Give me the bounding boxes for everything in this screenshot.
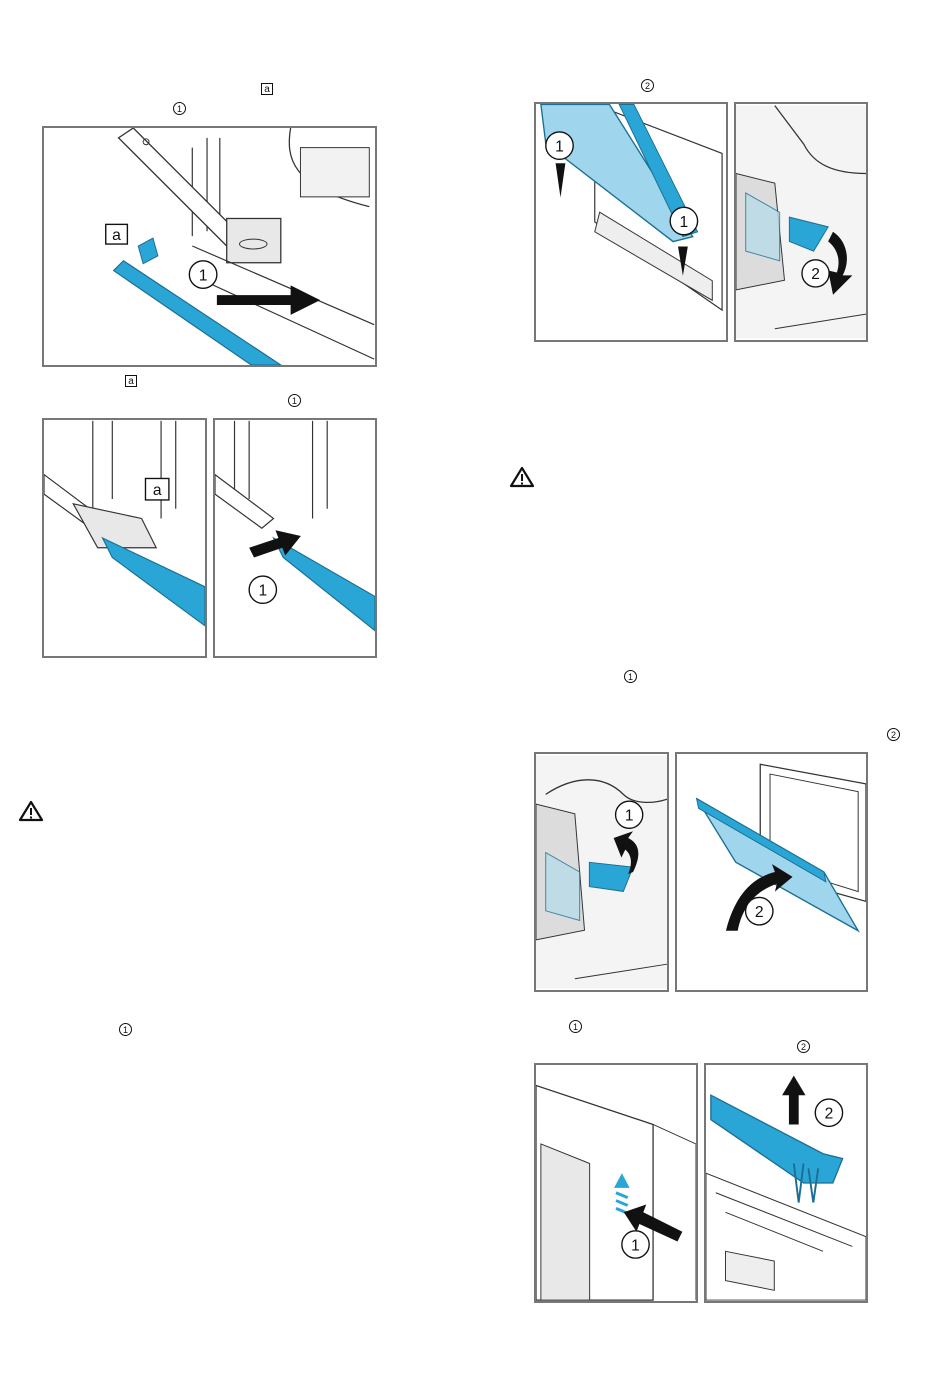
step-number: 1: [199, 267, 208, 284]
marker-step1-right: 1: [624, 669, 637, 683]
callout-a: a: [112, 227, 121, 244]
step-number: 2: [825, 1106, 834, 1123]
callout-a: a: [153, 482, 162, 499]
marker-step2-right: 2: [887, 727, 900, 741]
step-number: 1: [625, 808, 634, 825]
figure-glass-insert: 1 1: [534, 102, 728, 342]
figure-rail-push: 1: [213, 418, 377, 658]
warning-triangle-icon: [18, 800, 44, 822]
step-number: 2: [811, 266, 820, 283]
step-number: 1: [555, 138, 564, 155]
step-number: 1: [680, 214, 689, 231]
step-number: 2: [755, 904, 764, 921]
marker-step2-top-right: 2: [641, 78, 654, 92]
figure-lift-cover: 2: [704, 1063, 868, 1303]
marker-a-top: a: [261, 81, 273, 95]
figure-glass-lift: 2: [675, 752, 868, 992]
marker-step1-right-bottom: 1: [569, 1019, 582, 1033]
figure-rail-attach: a 1: [42, 126, 377, 367]
figure-press-release: 1: [534, 1063, 698, 1303]
step-number: 1: [258, 583, 267, 600]
figure-rail-hook-a: a: [42, 418, 207, 658]
marker-step1-mid: 1: [288, 393, 301, 407]
warning-triangle-icon: [509, 466, 535, 488]
figure-clamp-open: 1: [534, 752, 669, 992]
marker-step1-left-bottom: 1: [119, 1022, 132, 1036]
marker-step1-top: 1: [173, 101, 186, 115]
marker-step2-right-bottom: 2: [797, 1039, 810, 1053]
figure-clamp-close: 2: [734, 102, 868, 342]
step-number: 1: [631, 1237, 640, 1254]
marker-a-mid: a: [125, 373, 137, 387]
